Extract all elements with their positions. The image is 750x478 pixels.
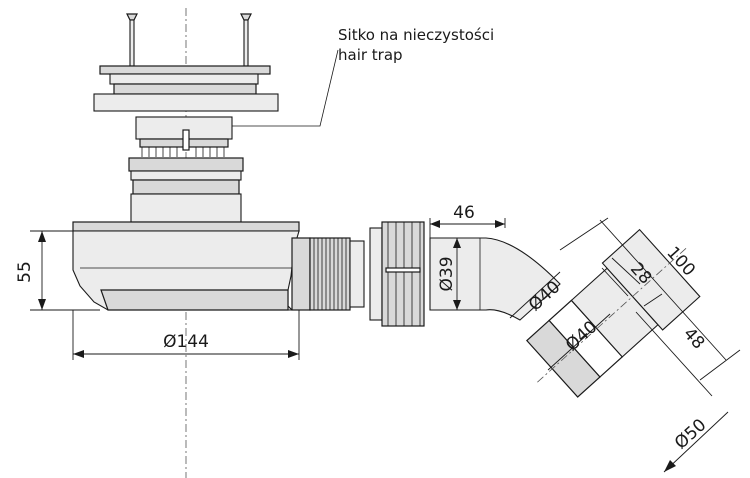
- dimension-outlet-width: 46: [429, 203, 506, 238]
- dimension-height: 55: [15, 230, 100, 311]
- dimension-end-diameter: Ø50: [663, 411, 729, 473]
- callout-line-2: hair trap: [338, 46, 403, 64]
- angled-adapter: [525, 228, 701, 398]
- body-diameter-label: Ø144: [163, 332, 209, 352]
- dimension-body-diameter: Ø144: [72, 310, 300, 360]
- outlet-width-label: 46: [453, 203, 475, 223]
- outlet-diameter-label: Ø39: [437, 256, 457, 291]
- hair-trap: [135, 116, 233, 157]
- callout-line-1: Sitko na nieczystości: [338, 26, 494, 44]
- elbow-outlet: [429, 237, 561, 321]
- cover-plate: [93, 65, 279, 112]
- top-screws: [126, 13, 252, 67]
- callout-leader-line: [232, 49, 339, 127]
- sleeve-length-label: 48: [679, 324, 708, 353]
- threaded-outlet: [309, 237, 365, 311]
- end-diameter-label: Ø50: [671, 415, 710, 453]
- height-label: 55: [15, 261, 35, 283]
- coupling-nut: [369, 221, 425, 327]
- trap-body: [72, 221, 311, 311]
- dimension-outlet-diameter: Ø39: [437, 238, 461, 310]
- standpipe: [128, 157, 244, 223]
